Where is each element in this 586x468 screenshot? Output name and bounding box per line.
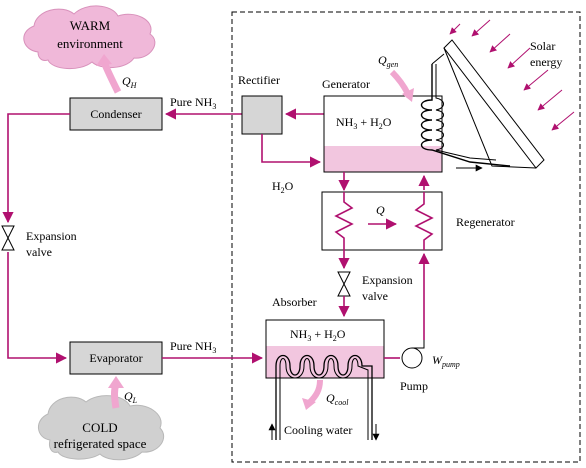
pump-circle (401, 347, 423, 369)
h2o-label: H2O (272, 179, 294, 195)
absorber-box (265, 319, 385, 379)
pump-outlet (412, 340, 425, 349)
pipe-rectifier-water-return (261, 134, 322, 168)
absorber-coil (275, 354, 373, 440)
ql-arrow-head (108, 376, 124, 388)
regenerator-box (321, 191, 443, 251)
generator-liquid (324, 146, 442, 172)
rectifier-box (241, 95, 283, 135)
solar-label: Solar (530, 39, 555, 53)
solar-rays (449, 19, 575, 131)
regenerator-hot-coil (334, 192, 354, 250)
generator-mixture-label: NH3 + H2O (336, 115, 392, 131)
pure-nh3-top-label: Pure NH3 (170, 95, 216, 111)
solar-collector-frame (443, 47, 537, 169)
absorber-expansion-label: Expansion (362, 273, 413, 287)
absorber-coil-inner (279, 358, 369, 440)
cold-label: COLD (82, 420, 117, 435)
solar-collector (443, 39, 545, 169)
evaporator-label: Evaporator (89, 351, 142, 365)
generator-box (323, 95, 443, 173)
qh-label: QH (122, 74, 138, 90)
pump-label: Pump (400, 379, 428, 393)
energy-label: energy (530, 55, 562, 69)
absorber-expansion-valve (337, 271, 351, 297)
qgen-label: Qgen (378, 53, 398, 69)
absorber-label: Absorber (272, 295, 317, 309)
regenerator-label: Regenerator (456, 215, 515, 229)
regenerator-cold-coil (414, 192, 434, 250)
generator-coil-inner (435, 64, 497, 161)
qgen-heat-arrow (389, 69, 411, 96)
pipe-condenser-to-valve (2, 113, 70, 224)
pure-nh3-bottom-label: Pure NH3 (170, 339, 216, 355)
cold-space-label: refrigerated space (54, 436, 147, 451)
pipe-valve-to-evaporator (7, 252, 68, 364)
warm-label: WARM (70, 18, 111, 33)
qcool-heat-arrow (307, 379, 323, 405)
wpump-label: Wpump (432, 353, 460, 369)
qcool-arrow-head (302, 398, 316, 410)
system-boundary (231, 11, 581, 463)
cold-space-cloud: COLD refrigerated space (38, 395, 165, 461)
absorber-mixture-label: NH3 + H2O (290, 327, 346, 343)
regenerator-q-label: Q (376, 203, 385, 217)
generator-label: Generator (322, 77, 370, 91)
qcool-label: Qcool (326, 391, 349, 407)
rectifier-label: Rectifier (238, 73, 280, 87)
qh-arrow-head (96, 54, 112, 66)
left-expansion-label: Expansion (26, 229, 77, 243)
absorber-valve-label: valve (362, 289, 388, 303)
qgen-arrow-head (402, 88, 414, 102)
generator-coil (420, 64, 511, 167)
condenser-label: Condenser (90, 107, 141, 121)
warm-environment-cloud: WARM environment (23, 5, 156, 69)
collector-to-coil (431, 53, 445, 65)
left-expansion-valve (1, 225, 15, 251)
cooling-water-label: Cooling water (284, 423, 352, 437)
ql-label: QL (124, 389, 138, 405)
evaporator-box (69, 341, 163, 375)
warm-environment-label: environment (57, 36, 123, 51)
left-valve-label: valve (26, 245, 52, 259)
